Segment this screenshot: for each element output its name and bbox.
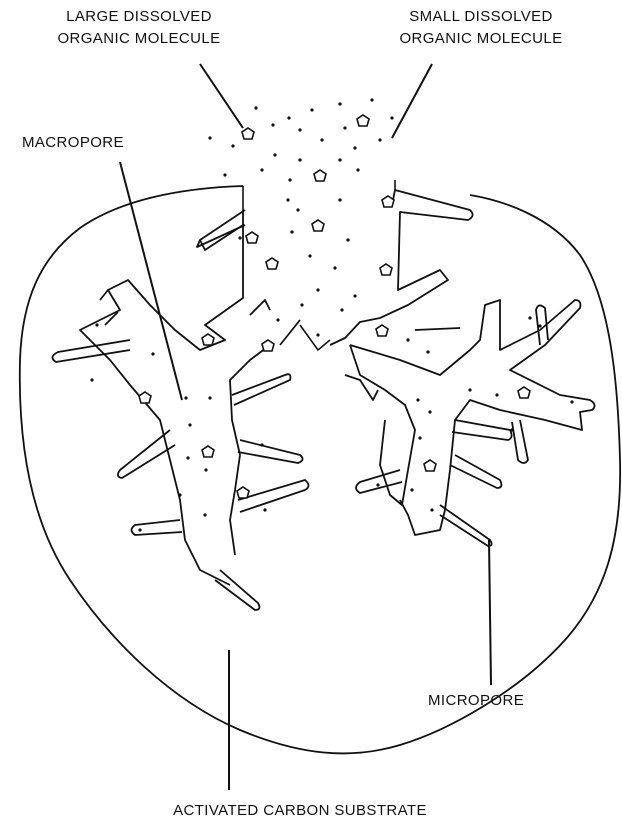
large-molecule	[202, 446, 214, 457]
label-micropore: MICROPORE	[428, 690, 524, 712]
large-molecule	[376, 325, 388, 336]
leader-lines	[120, 64, 491, 790]
left-pore-network	[52, 210, 308, 610]
large-molecule	[382, 196, 394, 207]
large-molecule	[357, 115, 369, 126]
leader-micropore	[489, 540, 491, 685]
leader-large-molecule	[200, 64, 243, 128]
large-molecules	[139, 115, 530, 498]
label-large-dissolved-organic-molecule: LARGE DISSOLVED ORGANIC MOLECULE	[10, 6, 268, 50]
label-small-dissolved-organic-molecule: SMALL DISSOLVED ORGANIC MOLECULE	[352, 6, 610, 50]
large-molecule	[242, 128, 254, 139]
upper-channel-lines	[243, 180, 395, 350]
large-molecule	[262, 340, 274, 351]
label-large-line-1: LARGE DISSOLVED	[10, 6, 268, 28]
large-molecule	[237, 487, 249, 498]
large-molecule	[266, 258, 278, 269]
label-large-line-2: ORGANIC MOLECULE	[10, 28, 268, 50]
label-small-line-1: SMALL DISSOLVED	[352, 6, 610, 28]
small-molecules	[90, 98, 573, 531]
large-molecule	[202, 334, 214, 345]
label-activated-carbon-substrate: ACTIVATED CARBON SUBSTRATE	[40, 800, 560, 822]
large-molecule	[380, 264, 392, 275]
leader-small-molecule	[392, 64, 432, 138]
large-molecule	[139, 392, 151, 403]
large-molecule	[246, 232, 258, 243]
large-molecule	[312, 220, 324, 231]
carbon-granule-outline	[20, 186, 620, 753]
label-small-line-2: ORGANIC MOLECULE	[352, 28, 610, 50]
large-molecule	[518, 387, 530, 398]
right-pore-network	[330, 190, 595, 546]
label-macropore: MACROPORE	[22, 132, 124, 154]
large-molecule	[424, 460, 436, 471]
large-molecule	[314, 170, 326, 181]
